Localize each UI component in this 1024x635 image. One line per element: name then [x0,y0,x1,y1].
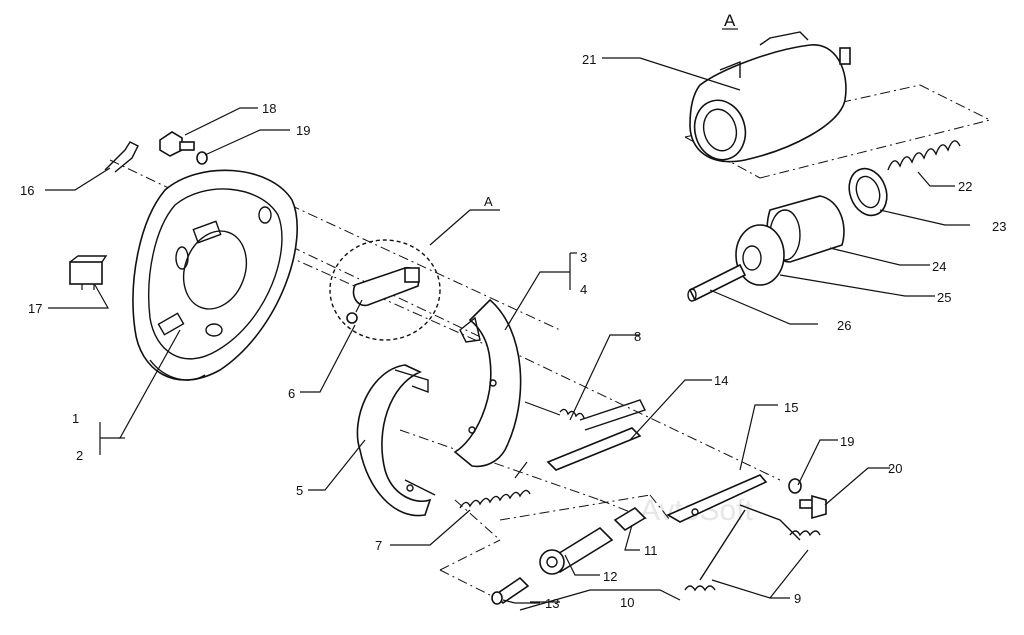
callout-11: 11 [644,543,658,558]
adjuster-11 [613,506,647,532]
callout-9: 9 [794,591,801,606]
callout-8: 8 [634,329,641,344]
callout-18: 18 [262,101,276,116]
callout-1: 1 [72,411,79,426]
spring-22 [887,140,961,171]
wheel-cylinder-6 [329,239,441,341]
strut-14 [546,399,646,471]
callout-22: 22 [958,179,972,194]
callout-2: 2 [76,448,83,463]
callout-25: 25 [937,290,951,305]
washer-19-right [788,478,802,494]
washer-19-top [196,151,208,165]
detail-label-a: A [724,11,736,30]
plug-17 [69,255,108,290]
callout-7: 7 [375,538,382,553]
section-label-a: A [484,194,493,209]
callout-20: 20 [888,461,902,476]
clip-16 [104,141,139,173]
callout-12: 12 [603,569,617,584]
callout-19-right: 19 [840,434,854,449]
brake-shoe-5 [356,364,436,517]
backing-plate [132,169,298,381]
spring-8 [524,401,585,419]
callout-26: 26 [837,318,851,333]
cable-9 [684,504,821,592]
callout-10: 10 [620,595,634,610]
callout-19-top: 19 [296,123,310,138]
callout-5: 5 [296,483,303,498]
pushrod-26 [687,263,747,302]
callout-14: 14 [714,373,728,388]
callout-4: 4 [580,282,587,297]
callout-17: 17 [28,301,42,316]
callout-15: 15 [784,400,798,415]
adjuster-12 [539,526,614,575]
bolt-20 [799,494,827,520]
adjuster-13 [491,576,530,605]
callout-21: 21 [582,52,596,67]
bolt-18 [159,131,195,157]
seal-23 [848,167,888,217]
leader-lines [45,57,970,611]
callout-23: 23 [992,219,1006,234]
spring-7 [459,461,531,509]
callout-13: 13 [545,596,559,611]
callout-3: 3 [580,250,587,265]
boot-25 [735,224,785,286]
callout-16: 16 [20,183,34,198]
lever-15 [666,474,768,523]
cylinder-body-21 [689,31,851,163]
callout-6: 6 [288,386,295,401]
callout-24: 24 [932,259,946,274]
brake-shoe-3-4 [453,298,522,468]
callout-labels: A A 1 2 3 4 5 6 7 8 9 10 11 12 13 14 15 … [20,11,1006,611]
